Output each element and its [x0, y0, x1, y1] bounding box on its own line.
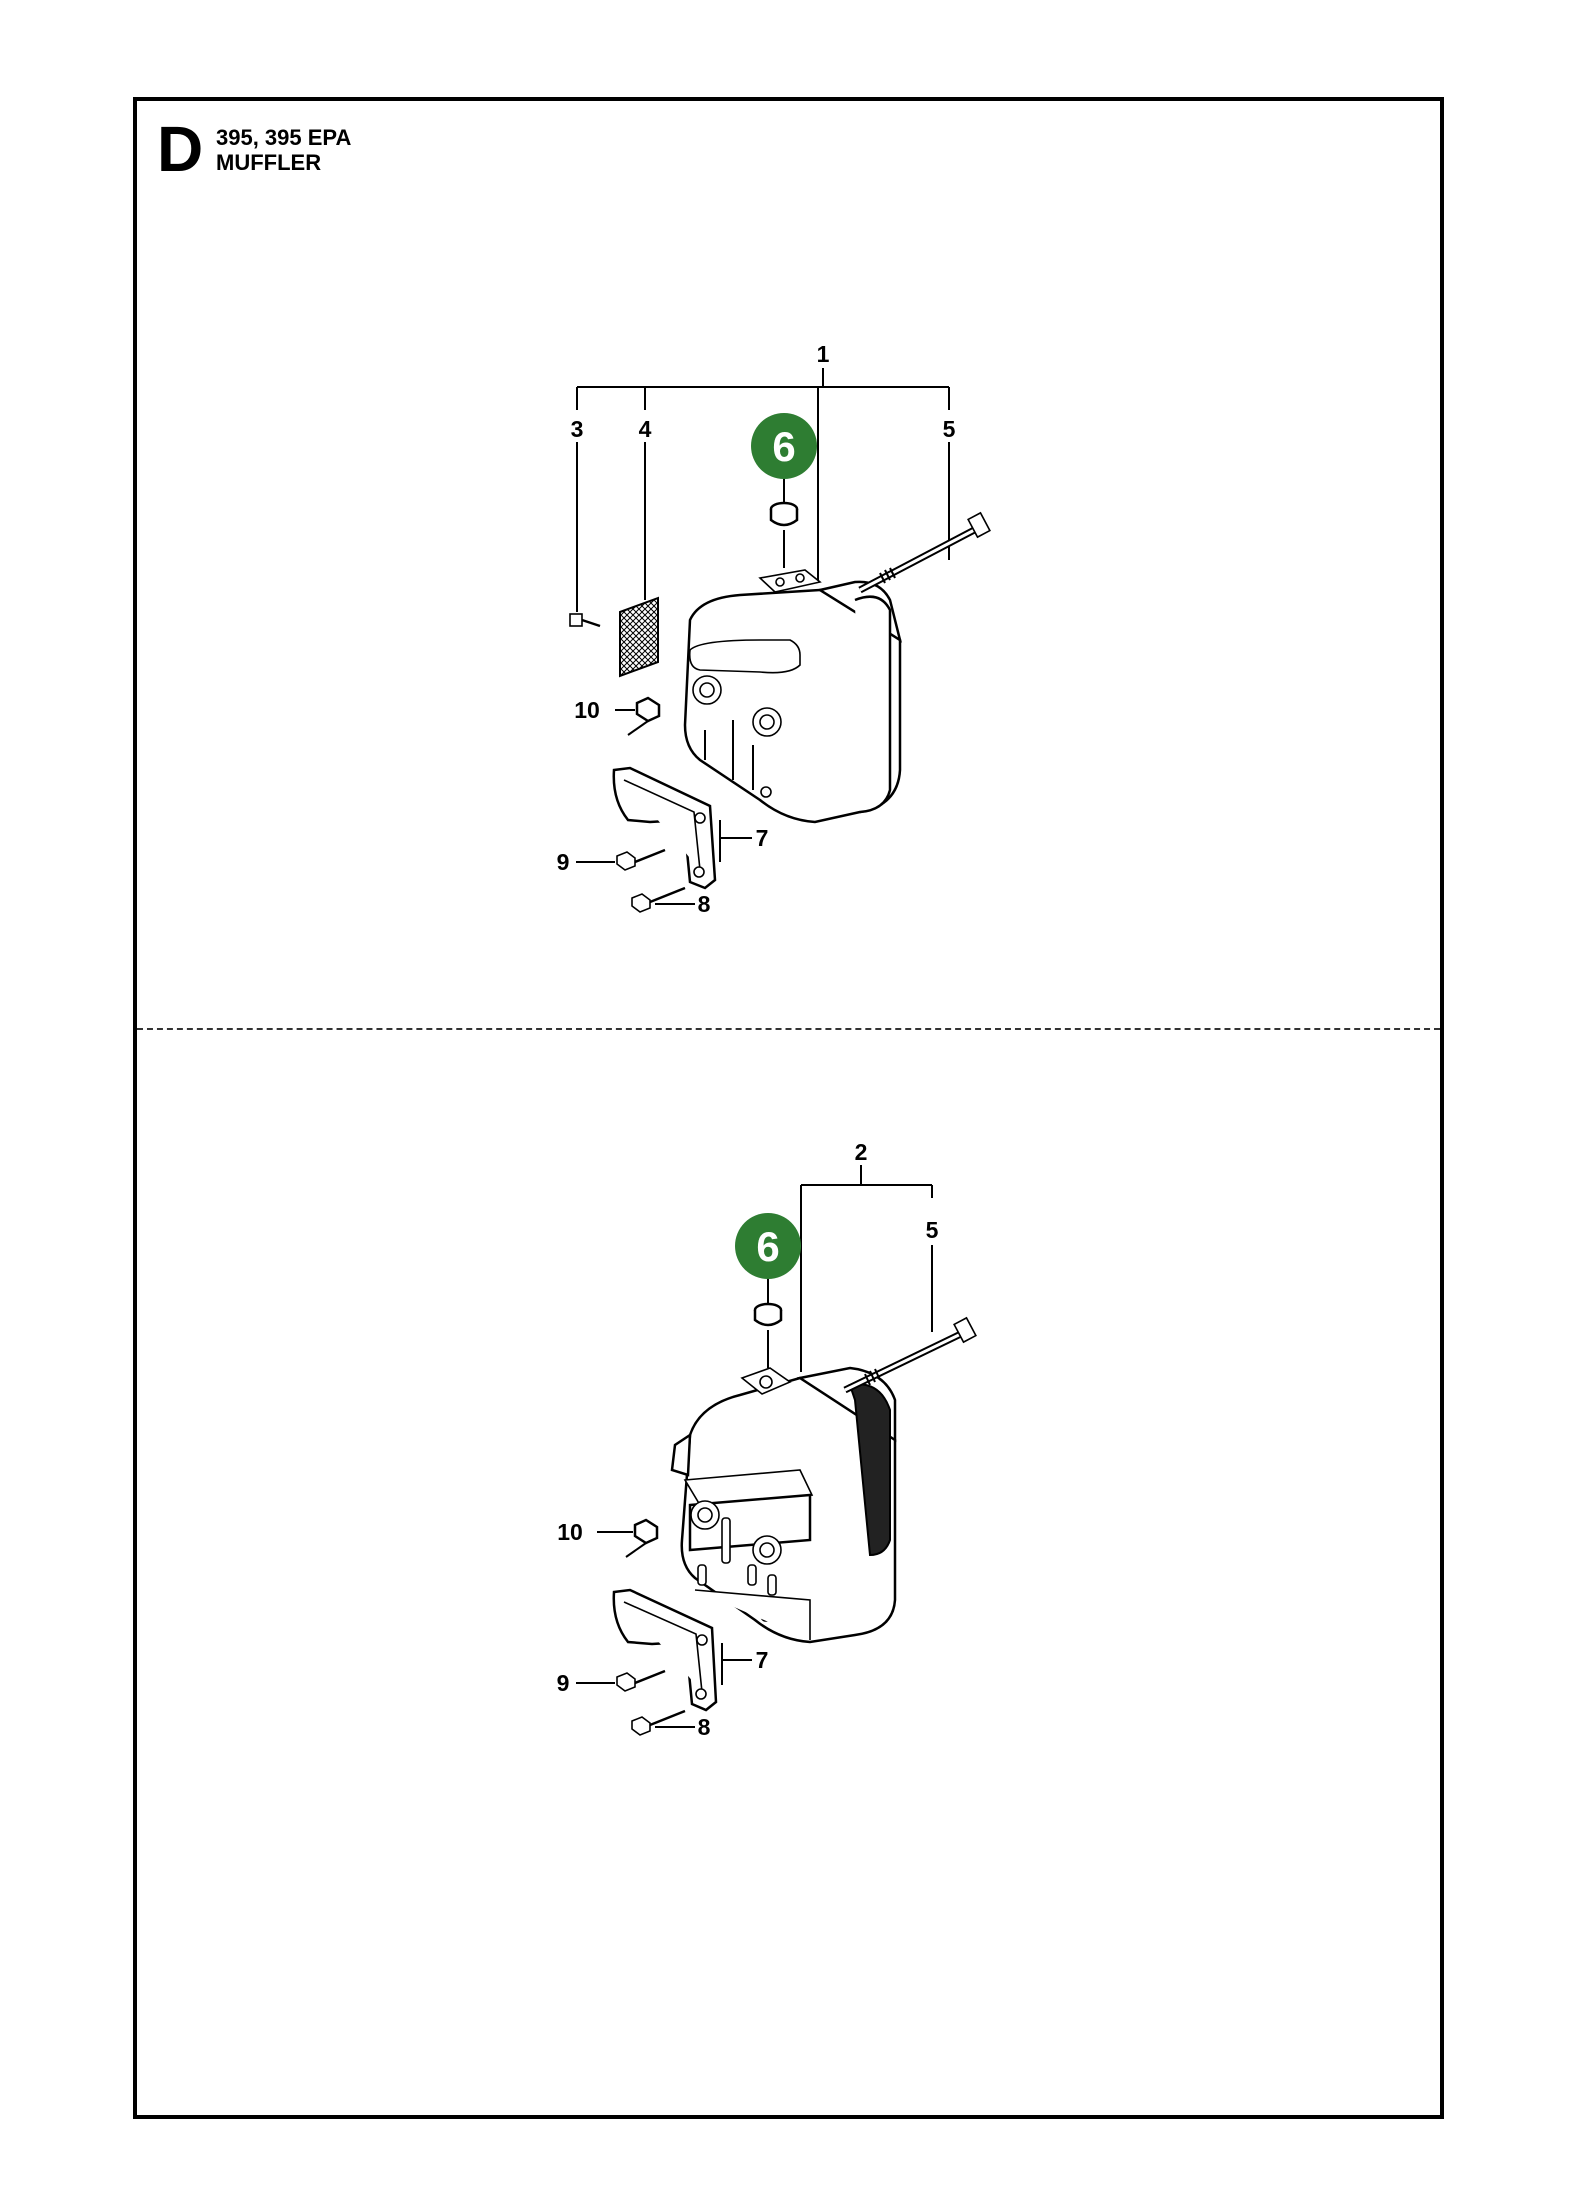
callout-10-lower: 10 [557, 1519, 583, 1545]
callout-5-lower: 5 [926, 1217, 939, 1243]
screw-part-3 [569, 613, 601, 628]
callout-3-upper: 3 [571, 416, 584, 442]
nut-part-10-upper [627, 696, 661, 736]
section-letter: D [157, 113, 204, 185]
bolt-part-5-upper [858, 511, 991, 594]
diagram-title: MUFFLER [216, 150, 322, 175]
callout-1-upper: 1 [817, 341, 830, 367]
callout-4-upper: 4 [639, 416, 652, 442]
upper-assembly: 6 1 3 4 5 10 9 7 8 [557, 341, 991, 917]
section-divider [137, 1028, 1440, 1030]
callout-5-upper: 5 [943, 416, 956, 442]
muffler-body-lower [670, 1366, 897, 1644]
callout-8-lower: 8 [698, 1714, 711, 1740]
lower-leader-lines [576, 1165, 933, 1728]
bolt-part-9-lower [616, 1669, 666, 1692]
bolt-part-8-upper [631, 886, 686, 913]
muffler-body-upper [683, 569, 902, 824]
nut-part-10-lower [625, 1518, 659, 1558]
callout-9-upper: 9 [557, 849, 570, 875]
page-frame [133, 97, 1444, 2119]
callout-10-upper: 10 [574, 697, 600, 723]
bolt-part-5-lower [843, 1316, 977, 1394]
callout-7-upper: 7 [756, 825, 769, 851]
plug-part-6-lower [753, 1302, 783, 1327]
callout-9-lower: 9 [557, 1670, 570, 1696]
bolt-part-8-lower [631, 1709, 686, 1736]
upper-leader-lines [576, 368, 950, 905]
bracket-part-7-upper [612, 766, 717, 890]
bracket-part-7-lower [612, 1588, 718, 1712]
highlight-label-6-lower: 6 [756, 1223, 779, 1270]
callout-7-lower: 7 [756, 1647, 769, 1673]
callout-2-lower: 2 [855, 1139, 868, 1165]
highlight-badge-6-lower: 6 [735, 1213, 801, 1279]
bolt-part-9-upper [616, 848, 666, 871]
screen-part-4 [619, 596, 659, 678]
model-label: 395, 395 EPA [216, 125, 352, 150]
lower-assembly: 6 2 5 10 9 7 8 [557, 1139, 977, 1740]
highlight-badge-6-upper: 6 [751, 413, 817, 479]
highlight-label-6-upper: 6 [772, 423, 795, 470]
callout-8-upper: 8 [698, 891, 711, 917]
plug-part-6-upper [769, 501, 799, 527]
